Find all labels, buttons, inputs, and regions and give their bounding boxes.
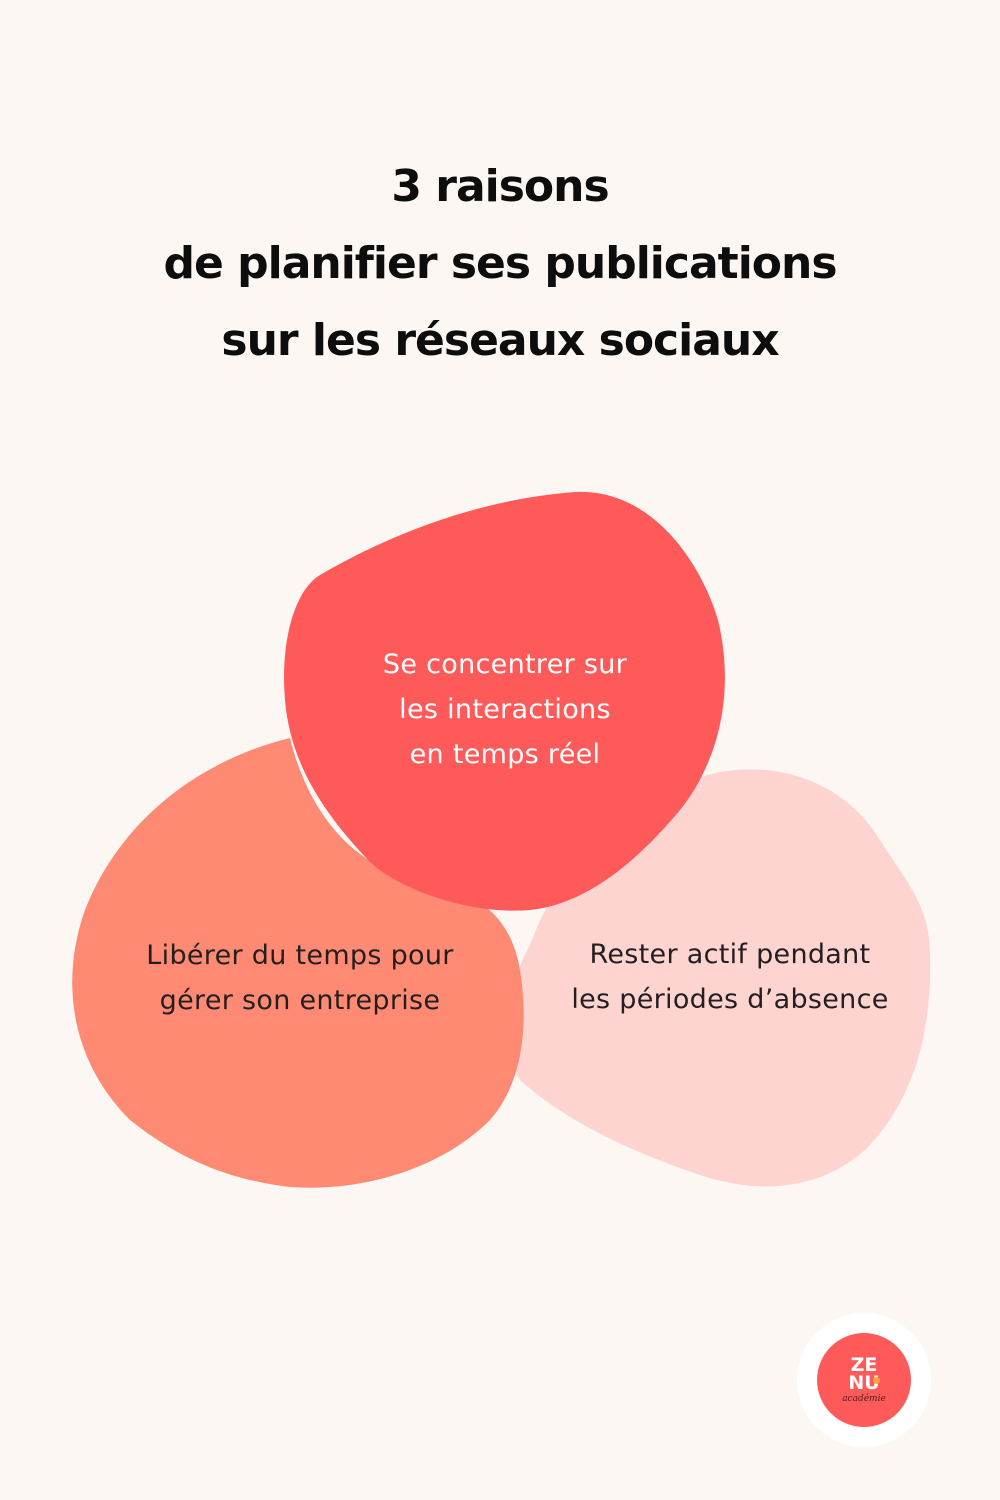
reason-2-line-1: Libérer du temps pour xyxy=(146,940,454,971)
reason-1-line-2: les interactions xyxy=(399,694,611,725)
reason-1-line-3: en temps réel xyxy=(409,739,601,770)
logo-subtitle: académie xyxy=(842,1394,886,1404)
reason-3-line-1: Rester actif pendant xyxy=(589,939,871,970)
reason-free-up-time: Libérer du temps pour gérer son entrepri… xyxy=(90,933,510,1023)
page-title: 3 raisons de planifier ses publications … xyxy=(0,148,1000,379)
title-line-2: de planifier ses publications xyxy=(163,238,837,289)
logo-circle: ZE NU académie xyxy=(817,1333,911,1427)
logo-text-line-1: ZE xyxy=(850,1354,878,1376)
title-line-3: sur les réseaux sociaux xyxy=(221,315,779,366)
blob-left-shape xyxy=(72,738,524,1188)
logo-text-line-2: NU xyxy=(848,1372,880,1394)
reason-stay-active: Rester actif pendant les périodes d’abse… xyxy=(520,932,940,1022)
blob-top-shape xyxy=(284,491,725,911)
reason-3-line-2: les périodes d’absence xyxy=(571,984,889,1015)
reason-2-line-2: gérer son entreprise xyxy=(159,985,441,1016)
reason-realtime-interactions: Se concentrer sur les interactions en te… xyxy=(330,642,680,777)
logo-flower-icon xyxy=(873,1377,880,1384)
reason-1-line-1: Se concentrer sur xyxy=(382,649,628,680)
title-line-1: 3 raisons xyxy=(391,161,609,212)
zenu-academie-logo: ZE NU académie xyxy=(797,1313,931,1447)
